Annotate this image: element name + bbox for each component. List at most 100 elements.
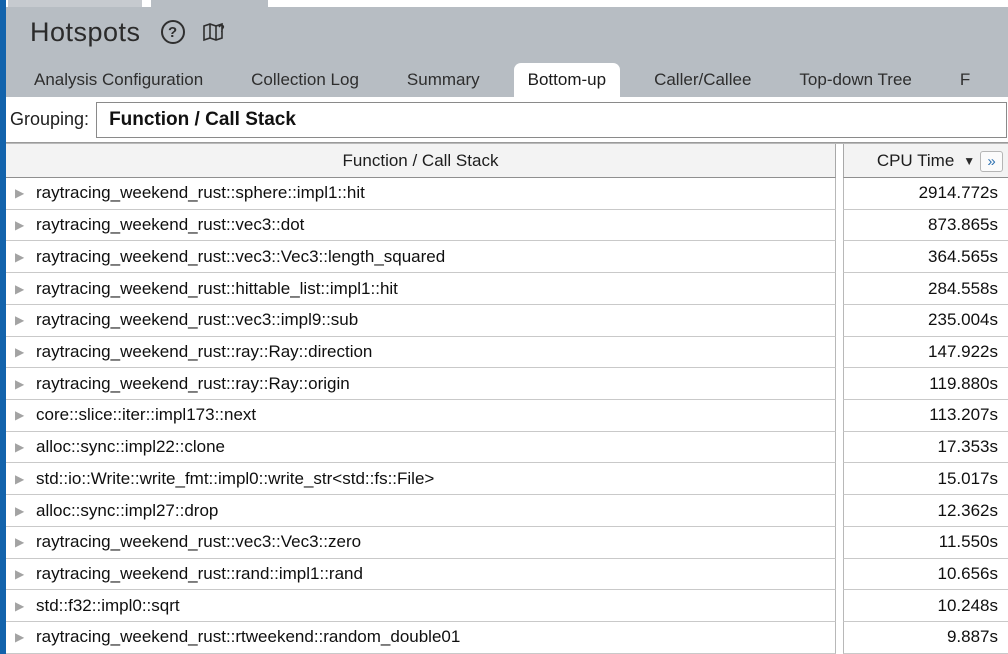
cpu-time-cell: 11.550s xyxy=(843,526,1008,559)
cpu-time-cell: 9.887s xyxy=(843,622,1008,654)
grouping-bar: Grouping: Function / Call Stack xyxy=(6,97,1008,143)
tab-summary[interactable]: Summary xyxy=(406,70,480,89)
tab-collection-log[interactable]: Collection Log xyxy=(251,70,359,89)
function-cell[interactable]: ▶ raytracing_weekend_rust::vec3::dot xyxy=(6,209,836,242)
cpu-time-cell: 147.922s xyxy=(843,336,1008,369)
column-gap xyxy=(836,590,843,623)
function-name: raytracing_weekend_rust::ray::Ray::direc… xyxy=(36,341,373,361)
function-cell[interactable]: ▶ alloc::sync::impl27::drop xyxy=(6,495,836,527)
table-row[interactable]: ▶ raytracing_weekend_rust::ray::Ray::dire… xyxy=(6,336,1008,369)
function-cell[interactable]: ▶std::io::Write::write_fmt::impl0::write… xyxy=(6,463,836,496)
column-header-cpu-time[interactable]: CPU Time ▼ » xyxy=(843,144,1008,178)
function-cell[interactable]: ▶ core::slice::iter::impl173::next xyxy=(6,400,836,432)
function-cell[interactable]: ▶raytracing_weekend_rust::sphere::impl1:… xyxy=(6,178,836,210)
table-row[interactable]: ▶std::io::Write::write_fmt::impl0::write… xyxy=(6,463,1008,496)
grouping-select[interactable]: Function / Call Stack xyxy=(96,101,1007,138)
function-name: raytracing_weekend_rust::vec3::dot xyxy=(36,215,305,235)
column-gap xyxy=(836,144,843,178)
function-name: core::slice::iter::impl173::next xyxy=(36,405,257,425)
column-gap xyxy=(836,368,843,401)
function-cell[interactable]: ▶raytracing_weekend_rust::ray::Ray::orig… xyxy=(6,368,836,401)
function-name: raytracing_weekend_rust::rtweekend::rand… xyxy=(36,627,461,647)
function-name: raytracing_weekend_rust::rand::impl1::ra… xyxy=(36,563,363,583)
cpu-time-cell: 2914.772s xyxy=(843,178,1008,210)
row-expand-icon[interactable]: ▶ xyxy=(15,344,25,359)
function-cell[interactable]: ▶raytracing_weekend_rust::vec3::impl9::s… xyxy=(6,304,836,337)
table-row[interactable]: ▶ raytracing_weekend_rust::rand::impl1::r… xyxy=(6,558,1008,591)
column-gap xyxy=(836,209,843,242)
function-name: alloc::sync::impl22::clone xyxy=(36,437,225,457)
table-row[interactable]: ▶raytracing_weekend_rust::vec3::impl9::s… xyxy=(6,304,1008,337)
column-gap xyxy=(836,431,843,464)
column-gap xyxy=(836,495,843,527)
row-expand-icon[interactable]: ▶ xyxy=(15,440,25,455)
function-name: raytracing_weekend_rust::vec3::Vec3::zer… xyxy=(36,532,362,552)
window-edge-accent xyxy=(0,0,6,654)
row-expand-icon[interactable]: ▶ xyxy=(15,313,25,328)
sort-descending-icon: ▼ xyxy=(963,153,976,168)
table-header: Function / Call Stack CPU Time ▼ » xyxy=(6,143,1008,178)
row-expand-icon[interactable]: ▶ xyxy=(15,376,25,391)
background-tab-remnant-inactive xyxy=(8,0,142,7)
function-name: raytracing_weekend_rust::hittable_list::… xyxy=(36,278,398,298)
column-gap xyxy=(836,526,843,559)
tab-caller-callee[interactable]: Caller/Callee xyxy=(654,70,752,89)
row-expand-icon[interactable]: ▶ xyxy=(15,503,25,518)
result-header: Hotspots ? xyxy=(6,7,1008,57)
tab-bottom-up[interactable]: Bottom-up xyxy=(513,63,621,97)
column-header-function[interactable]: Function / Call Stack xyxy=(6,144,836,178)
column-gap xyxy=(836,622,843,654)
guide-book-icon[interactable] xyxy=(201,20,227,44)
function-cell[interactable]: ▶ raytracing_weekend_rust::rtweekend::ran… xyxy=(6,622,836,654)
row-expand-icon[interactable]: ▶ xyxy=(15,566,25,581)
row-expand-icon[interactable]: ▶ xyxy=(15,535,25,550)
column-gap xyxy=(836,558,843,591)
cpu-time-cell: 15.017s xyxy=(843,463,1008,496)
function-cell[interactable]: ▶ raytracing_weekend_rust::vec3::Vec3::ze… xyxy=(6,526,836,559)
column-gap xyxy=(836,336,843,369)
table-row[interactable]: ▶ raytracing_weekend_rust::hittable_list:… xyxy=(6,273,1008,305)
row-expand-icon[interactable]: ▶ xyxy=(15,186,25,201)
tab-analysis-configuration[interactable]: Analysis Configuration xyxy=(34,70,204,89)
column-gap xyxy=(836,178,843,210)
table-row[interactable]: ▶ raytracing_weekend_rust::vec3::Vec3::ze… xyxy=(6,526,1008,559)
cpu-time-cell: 10.656s xyxy=(843,558,1008,591)
help-icon[interactable]: ? xyxy=(160,20,185,44)
cpu-time-cell: 284.558s xyxy=(843,273,1008,305)
function-name: raytracing_weekend_rust::vec3::Vec3::len… xyxy=(36,246,446,266)
column-gap xyxy=(836,241,843,274)
function-cell[interactable]: ▶ alloc::sync::impl22::clone xyxy=(6,431,836,464)
table-row[interactable]: ▶raytracing_weekend_rust::ray::Ray::orig… xyxy=(6,368,1008,401)
function-cell[interactable]: ▶ raytracing_weekend_rust::rand::impl1::r… xyxy=(6,558,836,591)
row-expand-icon[interactable]: ▶ xyxy=(15,218,25,233)
function-cell[interactable]: ▶ raytracing_weekend_rust::vec3::Vec3::le… xyxy=(6,241,836,274)
row-expand-icon[interactable]: ▶ xyxy=(15,630,25,645)
function-cell[interactable]: ▶ raytracing_weekend_rust::ray::Ray::dire… xyxy=(6,336,836,369)
column-gap xyxy=(836,400,843,432)
column-gap xyxy=(836,304,843,337)
row-expand-icon[interactable]: ▶ xyxy=(15,598,25,613)
table-row[interactable]: ▶ raytracing_weekend_rust::vec3::Vec3::le… xyxy=(6,241,1008,274)
function-cell[interactable]: ▶ raytracing_weekend_rust::hittable_list:… xyxy=(6,273,836,305)
column-gap xyxy=(836,463,843,496)
background-tab-remnant-active xyxy=(151,0,268,7)
cpu-time-cell: 119.880s xyxy=(843,368,1008,401)
table-row[interactable]: ▶raytracing_weekend_rust::sphere::impl1:… xyxy=(6,178,1008,210)
column-gap xyxy=(836,273,843,305)
table-row[interactable]: ▶ raytracing_weekend_rust::rtweekend::ran… xyxy=(6,622,1008,654)
tab-top-down-tree[interactable]: Top-down Tree xyxy=(799,70,912,89)
function-name: alloc::sync::impl27::drop xyxy=(36,500,219,520)
row-expand-icon[interactable]: ▶ xyxy=(15,471,25,486)
tab-f[interactable]: F xyxy=(959,70,971,89)
row-expand-icon[interactable]: ▶ xyxy=(15,281,25,296)
expand-columns-button[interactable]: » xyxy=(980,151,1003,172)
row-expand-icon[interactable]: ▶ xyxy=(15,408,25,423)
table-body: ▶raytracing_weekend_rust::sphere::impl1:… xyxy=(6,178,1008,654)
function-cell[interactable]: ▶std::f32::impl0::sqrt xyxy=(6,590,836,623)
row-expand-icon[interactable]: ▶ xyxy=(15,249,25,264)
